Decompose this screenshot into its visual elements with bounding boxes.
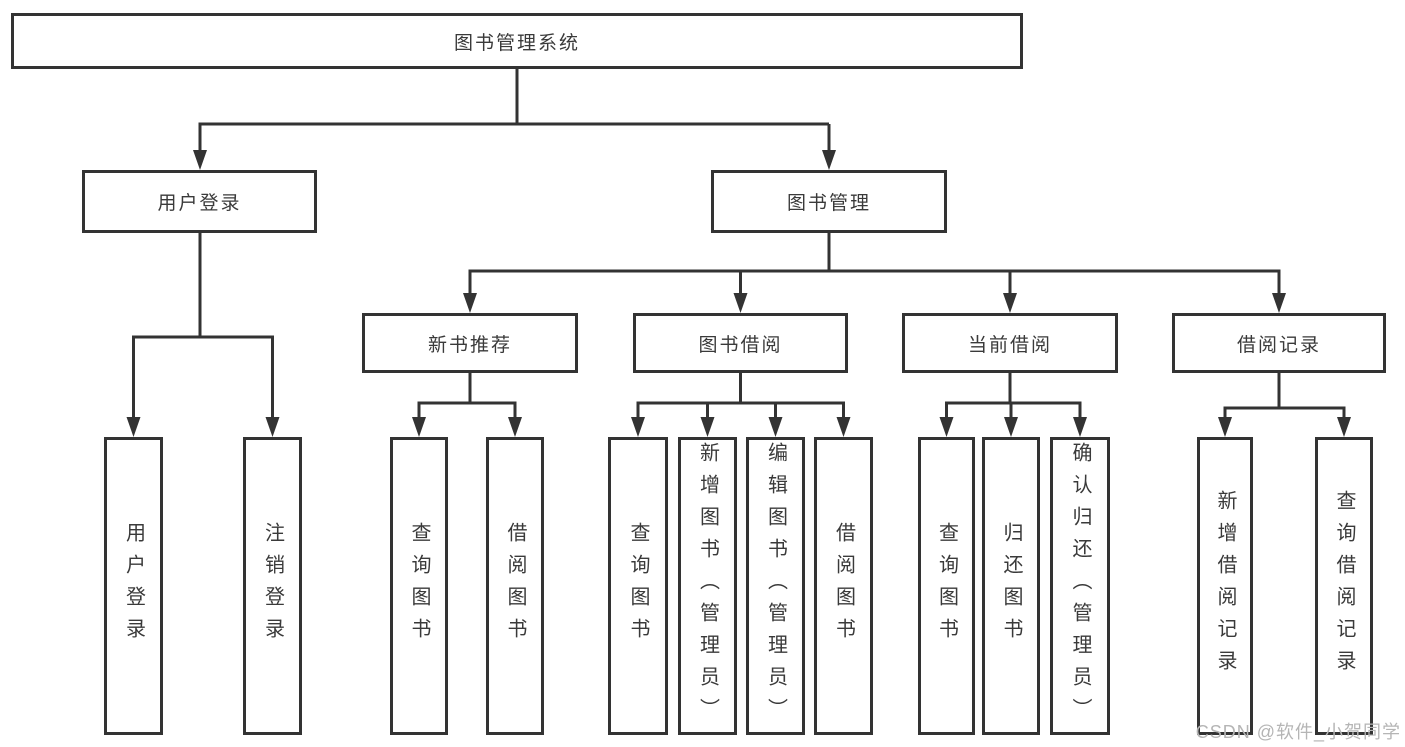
node-label: 查询借阅记录 [1333,490,1355,682]
node-label: 图书管理 [786,193,871,214]
node-label: 图书管理系统 [453,32,580,54]
node-user-login: 用户登录 [82,170,317,233]
leaf-query-books-borrow: 查询图书 [608,437,668,735]
node-label: 查询图书 [627,522,649,650]
leaf-logout: 注销登录 [243,437,302,735]
leaf-user-login: 用户登录 [104,437,163,735]
leaf-borrow-books-recommend: 借阅图书 [486,437,544,735]
node-borrowing-records: 借阅记录 [1172,313,1386,373]
node-label: 查询图书 [935,522,958,650]
node-label: 用户登录 [122,522,145,650]
leaf-query-books-current: 查询图书 [918,437,975,735]
node-book-management: 图书管理 [711,170,947,233]
csdn-watermark: CSDN @软件_小贺同学 [1195,722,1401,742]
node-label: 新增图书（管理员） [696,442,719,730]
leaf-query-borrow-record: 查询借阅记录 [1315,437,1373,735]
node-label: 归还图书 [1000,522,1022,650]
node-library-management-system: 图书管理系统 [11,13,1023,69]
node-label: 用户登录 [157,193,242,214]
node-label: 确认归还（管理员） [1069,442,1091,730]
leaf-return-book: 归还图书 [982,437,1040,735]
leaf-edit-book-admin: 编辑图书（管理员） [746,437,805,735]
leaf-confirm-return-admin: 确认归还（管理员） [1050,437,1110,735]
leaf-query-books-recommend: 查询图书 [390,437,448,735]
node-label: 注销登录 [261,522,284,650]
leaf-add-book-admin: 新增图书（管理员） [678,437,737,735]
node-current-borrowing: 当前借阅 [902,313,1118,373]
node-label: 当前借阅 [967,334,1052,356]
node-label: 借阅记录 [1236,334,1321,356]
leaf-borrow-books: 借阅图书 [814,437,873,735]
node-label: 借阅图书 [832,522,855,650]
leaf-add-borrow-record: 新增借阅记录 [1197,437,1253,735]
node-label: 图书借阅 [698,334,783,356]
node-new-book-recommend: 新书推荐 [362,313,578,373]
node-label: 编辑图书（管理员） [764,442,787,730]
node-label: 借阅图书 [504,522,526,650]
node-label: 查询图书 [408,522,430,650]
node-book-borrowing: 图书借阅 [633,313,848,373]
node-label: 新增借阅记录 [1214,490,1236,682]
node-label: 新书推荐 [427,334,512,356]
